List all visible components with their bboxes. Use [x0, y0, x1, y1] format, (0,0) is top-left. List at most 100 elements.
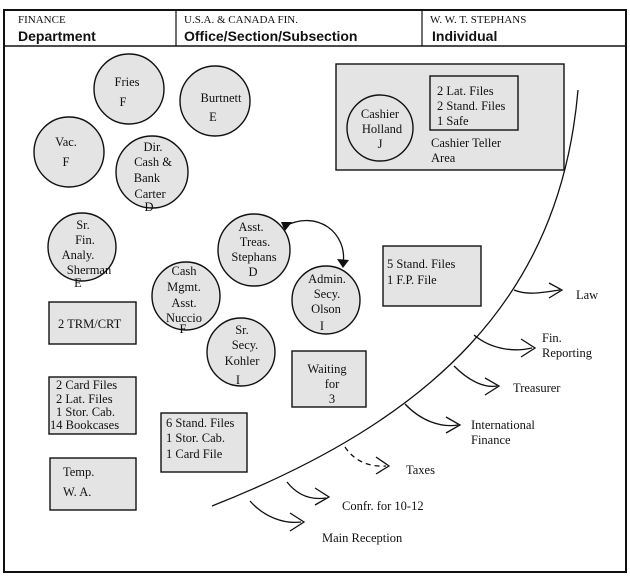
- svg-text:Admin.: Admin.: [308, 272, 346, 286]
- exit-treasurer: Treasurer: [453, 365, 561, 396]
- svg-text:Waiting: Waiting: [307, 362, 347, 376]
- svg-text:Dir.: Dir.: [143, 140, 162, 154]
- link-arrow-head-left: [281, 222, 292, 231]
- waiting-area-box: [291, 350, 367, 408]
- temp-wa-box: [49, 457, 137, 511]
- svg-text:Burtnett: Burtnett: [201, 91, 242, 105]
- exit-confr: Confr. for 10-12: [286, 481, 424, 513]
- waiting-text: Waiting for 3: [307, 362, 347, 406]
- svg-text:Main Reception: Main Reception: [322, 531, 403, 545]
- cashier-files-text: 2 Lat. Files 2 Stand. Files 1 Safe: [437, 84, 506, 128]
- svg-text:Individual: Individual: [432, 28, 497, 44]
- admin-secy-text: Admin. Secy. Olson I: [308, 272, 346, 333]
- svg-text:E: E: [209, 110, 217, 124]
- svg-text:Treasurer: Treasurer: [513, 381, 561, 395]
- vac-text: Vac. F: [55, 135, 77, 169]
- workstation-cash-mgmt: [151, 261, 221, 331]
- cash-mgmt-text: Cash Mgmt. Asst. Nuccio F: [166, 264, 202, 336]
- cashier-files-box: [429, 75, 519, 131]
- svg-text:Secy.: Secy.: [232, 338, 259, 352]
- asst-treas-text: Asst. Treas. Stephans D: [231, 220, 276, 279]
- svg-text:Sr.: Sr.: [76, 218, 90, 232]
- svg-text:Cash &: Cash &: [134, 155, 172, 169]
- svg-text:Nuccio: Nuccio: [166, 311, 202, 325]
- svg-text:6 Stand. Files: 6 Stand. Files: [166, 416, 235, 430]
- svg-text:1 Safe: 1 Safe: [437, 114, 469, 128]
- svg-text:FINANCE: FINANCE: [18, 14, 66, 26]
- svg-text:I: I: [236, 373, 240, 387]
- svg-text:Stephans: Stephans: [231, 250, 276, 264]
- svg-text:2 Lat. Files: 2 Lat. Files: [437, 84, 494, 98]
- svg-text:Office/Section/Subsection: Office/Section/Subsection: [184, 28, 357, 44]
- svg-text:Department: Department: [18, 28, 96, 44]
- exit-international-finance: International Finance: [404, 403, 535, 447]
- svg-text:Olson: Olson: [311, 302, 342, 316]
- workstation-cashier: [346, 94, 414, 162]
- svg-text:D: D: [248, 265, 257, 279]
- svg-text:Taxes: Taxes: [406, 463, 435, 477]
- svg-text:Sherman: Sherman: [67, 263, 112, 277]
- exit-fin-reporting: Fin. Reporting: [473, 331, 593, 360]
- burtnett-text: Burtnett E: [201, 91, 242, 124]
- svg-text:2 Stand. Files: 2 Stand. Files: [437, 99, 506, 113]
- svg-text:14 Bookcases: 14 Bookcases: [50, 418, 119, 432]
- link-arrow-head-right: [337, 259, 349, 268]
- six-files-box: [160, 412, 248, 473]
- svg-text:2 Card Files: 2 Card Files: [56, 378, 117, 392]
- dir-cash-text: Dir. Cash & Bank Carter D: [134, 140, 172, 214]
- temp-wa-text: Temp. W. A.: [63, 465, 94, 499]
- workstation-sr-fin: [47, 212, 117, 282]
- svg-text:Area: Area: [431, 151, 456, 165]
- svg-text:W. A.: W. A.: [63, 485, 91, 499]
- workstation-sr-secy: [206, 317, 276, 387]
- outer-frame: [3, 9, 627, 573]
- sr-secy-text: Sr. Secy. Kohler I: [225, 323, 261, 387]
- svg-text:Fries: Fries: [115, 75, 140, 89]
- svg-text:I: I: [320, 319, 324, 333]
- svg-text:Bank: Bank: [134, 171, 161, 185]
- cashier-text: Cashier Holland J: [361, 107, 403, 151]
- svg-text:F: F: [180, 322, 187, 336]
- svg-text:Temp.: Temp.: [63, 465, 94, 479]
- svg-text:Reporting: Reporting: [542, 346, 593, 360]
- curved-wall: [211, 89, 579, 507]
- exit-taxes: Taxes: [344, 446, 435, 477]
- svg-text:E: E: [74, 276, 82, 290]
- workstation-vac: [33, 116, 105, 188]
- svg-text:Cashier Teller: Cashier Teller: [431, 136, 502, 150]
- svg-text:Mgmt.: Mgmt.: [167, 280, 201, 294]
- exit-main-reception: Main Reception: [249, 500, 403, 545]
- six-files-text: 6 Stand. Files 1 Stor. Cab. 1 Card File: [166, 416, 235, 461]
- svg-text:Law: Law: [576, 288, 598, 302]
- svg-text:Confr. for 10-12: Confr. for 10-12: [342, 499, 424, 513]
- svg-text:Asst.: Asst.: [238, 220, 263, 234]
- svg-text:Cashier: Cashier: [361, 107, 400, 121]
- svg-text:Sr.: Sr.: [235, 323, 249, 337]
- svg-text:F: F: [63, 155, 70, 169]
- svg-text:Secy.: Secy.: [314, 287, 341, 301]
- workstation-admin-secy: [291, 265, 361, 335]
- svg-text:Carter: Carter: [134, 187, 166, 201]
- workstation-asst-treas: [217, 213, 291, 287]
- svg-text:Holland: Holland: [362, 122, 403, 136]
- workstation-fries: [93, 53, 165, 125]
- stand-files-box: [382, 245, 482, 307]
- card-files-text: 2 Card Files 2 Lat. Files 1 Stor. Cab. 1…: [50, 378, 119, 432]
- svg-text:J: J: [378, 137, 383, 151]
- svg-text:International: International: [471, 418, 535, 432]
- trm-crt-text: 2 TRM/CRT: [58, 317, 122, 331]
- header-department: FINANCE Department: [18, 14, 96, 44]
- workstation-dir-cash: [115, 135, 189, 209]
- svg-text:Cash: Cash: [172, 264, 198, 278]
- svg-text:3: 3: [329, 392, 335, 406]
- svg-text:5 Stand. Files: 5 Stand. Files: [387, 257, 456, 271]
- svg-text:2 Lat. Files: 2 Lat. Files: [56, 392, 113, 406]
- cashier-teller-label: Cashier Teller Area: [431, 136, 502, 165]
- svg-text:Asst.: Asst.: [171, 296, 196, 310]
- svg-text:Fin.: Fin.: [542, 331, 562, 345]
- svg-text:1 Stor. Cab.: 1 Stor. Cab.: [56, 405, 115, 419]
- svg-text:Analy.: Analy.: [62, 248, 95, 262]
- svg-text:1 Stor. Cab.: 1 Stor. Cab.: [166, 431, 225, 445]
